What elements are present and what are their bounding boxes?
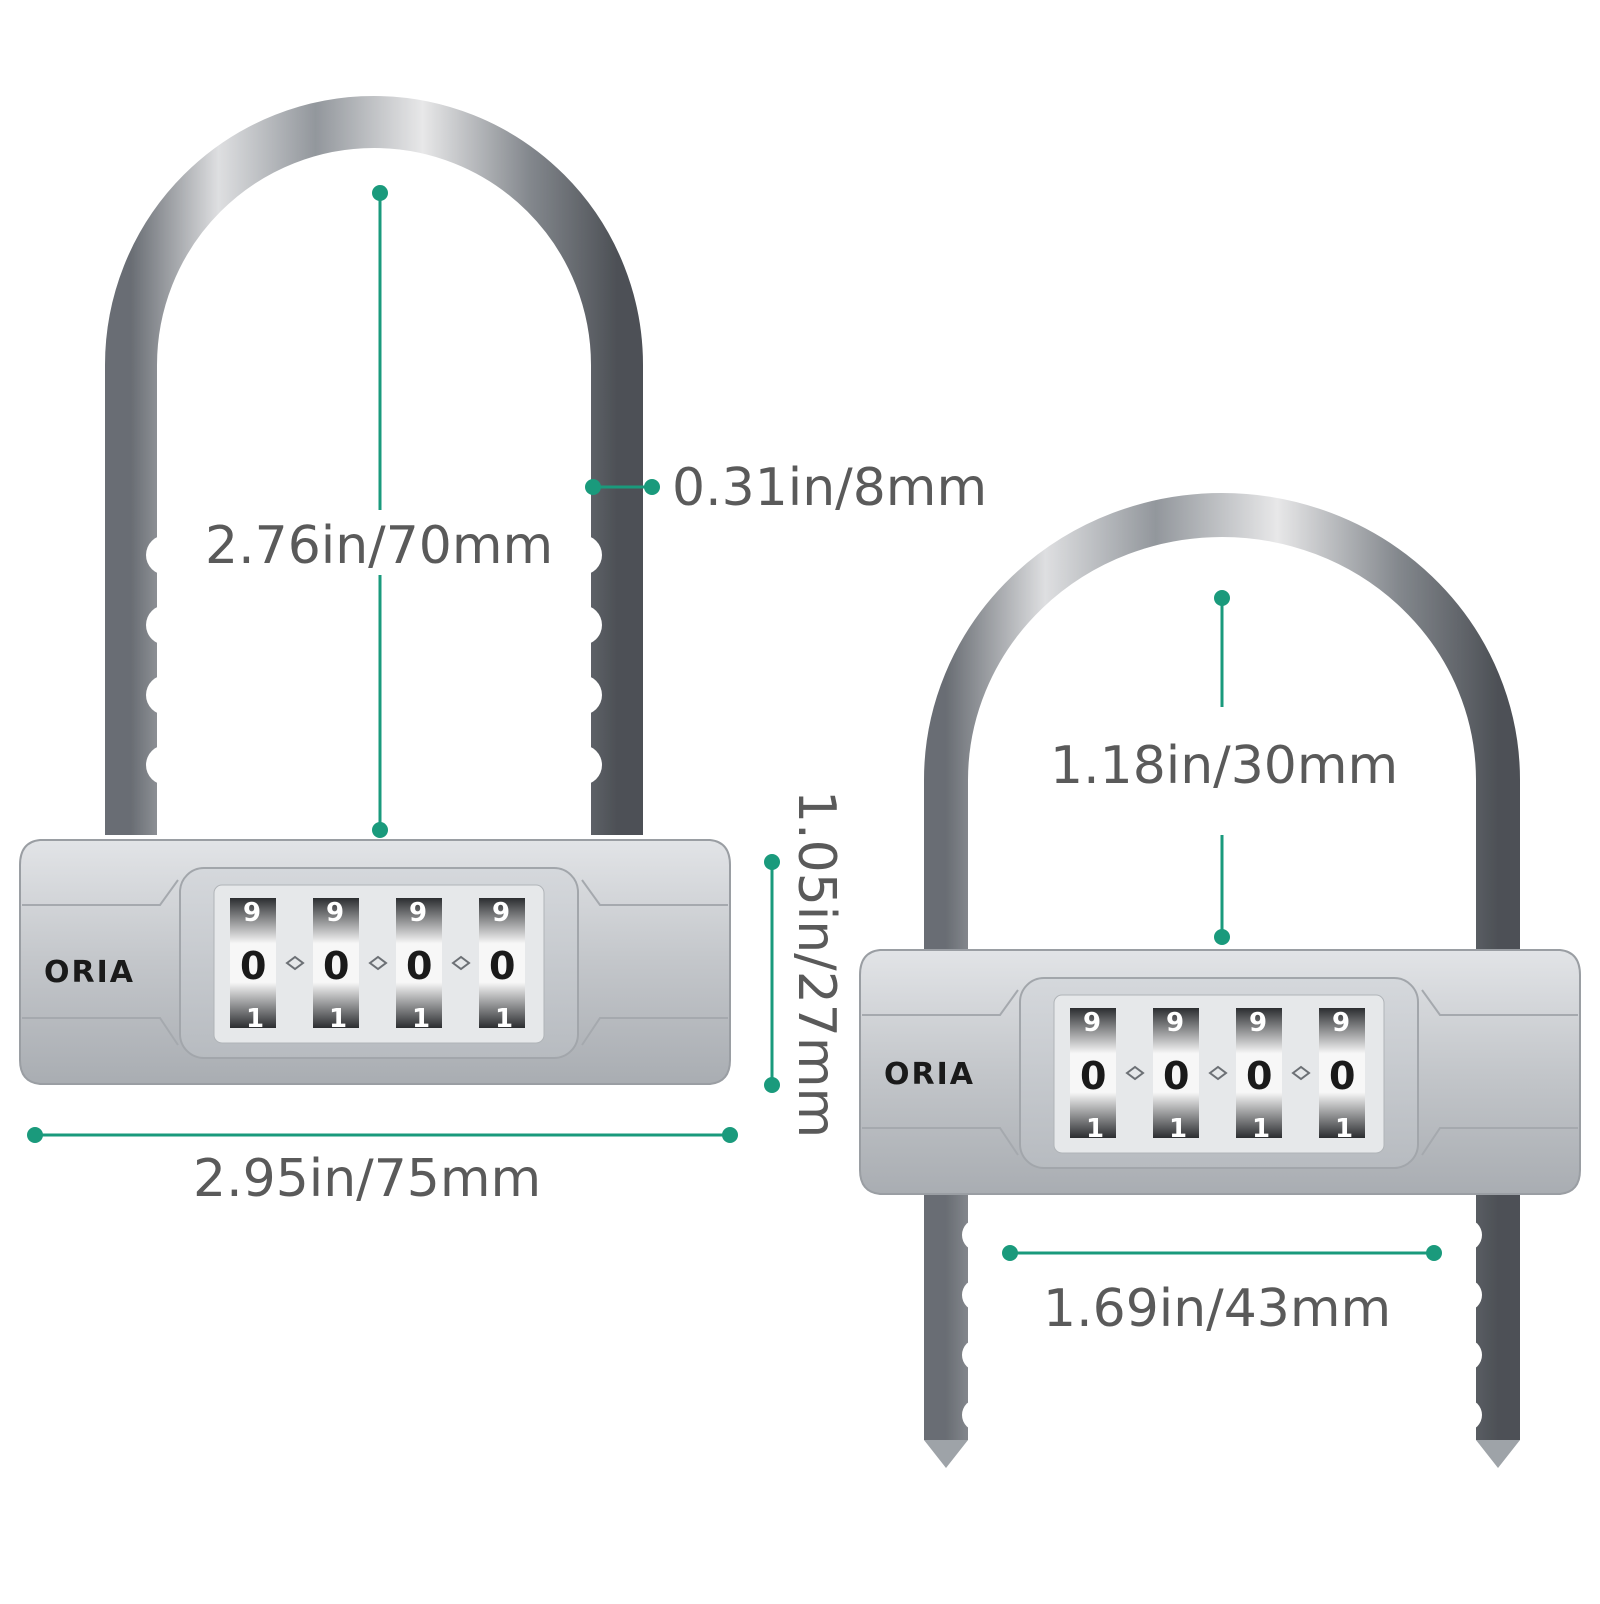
dial-digit-bottom: 1 — [329, 1004, 350, 1034]
dial-digit-top: 9 — [1166, 1008, 1187, 1038]
padlock-short-shackle — [859, 493, 1581, 1468]
dial-digit-middle: 0 — [1163, 1054, 1192, 1098]
dial-digit-bottom: 1 — [412, 1004, 433, 1034]
dial-digit-middle: 0 — [1080, 1054, 1109, 1098]
dial-digit-middle: 0 — [489, 944, 518, 988]
label-shackle-height-long: 2.76in/70mm — [205, 516, 554, 576]
dial-digit-top: 9 — [1249, 1008, 1270, 1038]
dial-digit-middle: 0 — [1246, 1054, 1275, 1098]
combination-wheels-long — [230, 898, 525, 1028]
label-shackle-height-short: 1.18in/30mm — [1050, 736, 1399, 796]
padlock-long-shackle — [19, 96, 731, 1085]
label-shackle-diameter: 0.31in/8mm — [672, 458, 988, 518]
shackle-notches — [146, 535, 602, 785]
brand-logo-long: ORIA — [44, 955, 135, 990]
dial-digit-middle: 0 — [1329, 1054, 1358, 1098]
dial-digit-top: 9 — [492, 898, 513, 928]
dial-digit-bottom: 1 — [1086, 1114, 1107, 1144]
dial-digit-middle: 0 — [323, 944, 352, 988]
dial-digit-bottom: 1 — [246, 1004, 267, 1034]
shackle-long — [105, 96, 643, 835]
combination-wheels-short — [1070, 1008, 1365, 1138]
label-shackle-inner-width: 1.69in/43mm — [1043, 1279, 1392, 1339]
dial-digit-bottom: 1 — [495, 1004, 516, 1034]
dial-digit-bottom: 1 — [1252, 1114, 1273, 1144]
dial-digit-middle: 0 — [240, 944, 269, 988]
shackle-notches-short — [962, 1219, 1482, 1431]
dial-digit-bottom: 1 — [1335, 1114, 1356, 1144]
dial-digit-top: 9 — [243, 898, 264, 928]
dial-digit-top: 9 — [326, 898, 347, 928]
dial-digit-top: 9 — [409, 898, 430, 928]
label-body-height: 1.05in/27mm — [786, 790, 846, 1139]
shackle-short — [924, 493, 1520, 1440]
label-body-width: 2.95in/75mm — [193, 1149, 542, 1209]
dial-digit-top: 9 — [1083, 1008, 1104, 1038]
brand-logo-short: ORIA — [884, 1057, 975, 1092]
dial-digit-top: 9 — [1332, 1008, 1353, 1038]
dimension-lines — [27, 185, 1442, 1261]
dial-digit-bottom: 1 — [1169, 1114, 1190, 1144]
dial-digit-middle: 0 — [406, 944, 435, 988]
